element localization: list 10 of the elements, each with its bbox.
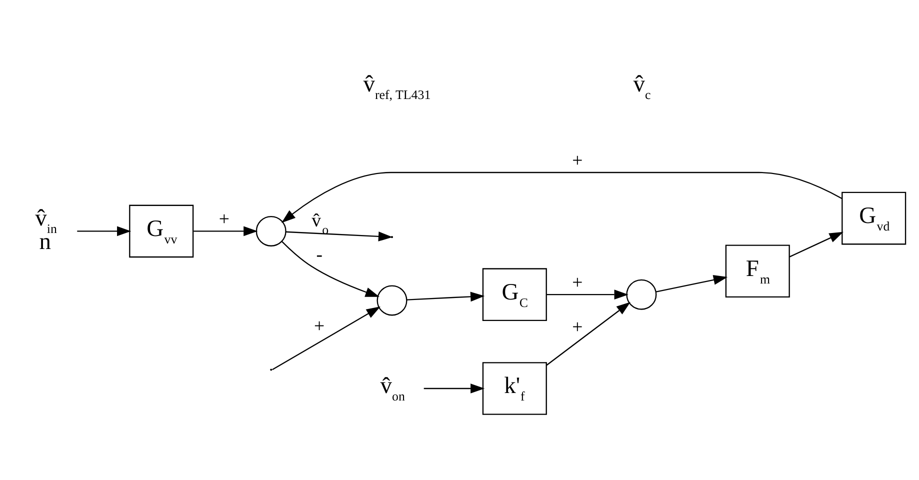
edge-label: -: [316, 244, 323, 266]
edge-label: +: [218, 209, 230, 230]
node-text: v̂$_{in}$ n: [35, 205, 57, 255]
label: v̂$_{c}$: [633, 72, 651, 102]
edge-label: +: [572, 150, 583, 172]
edge-label: +: [314, 316, 325, 337]
edge-label: +: [572, 317, 583, 338]
label: v̂$_{ref, TL431}$: [363, 72, 431, 102]
node-text: v̂$_{on}$: [380, 373, 405, 404]
edge-label: +: [572, 272, 583, 294]
